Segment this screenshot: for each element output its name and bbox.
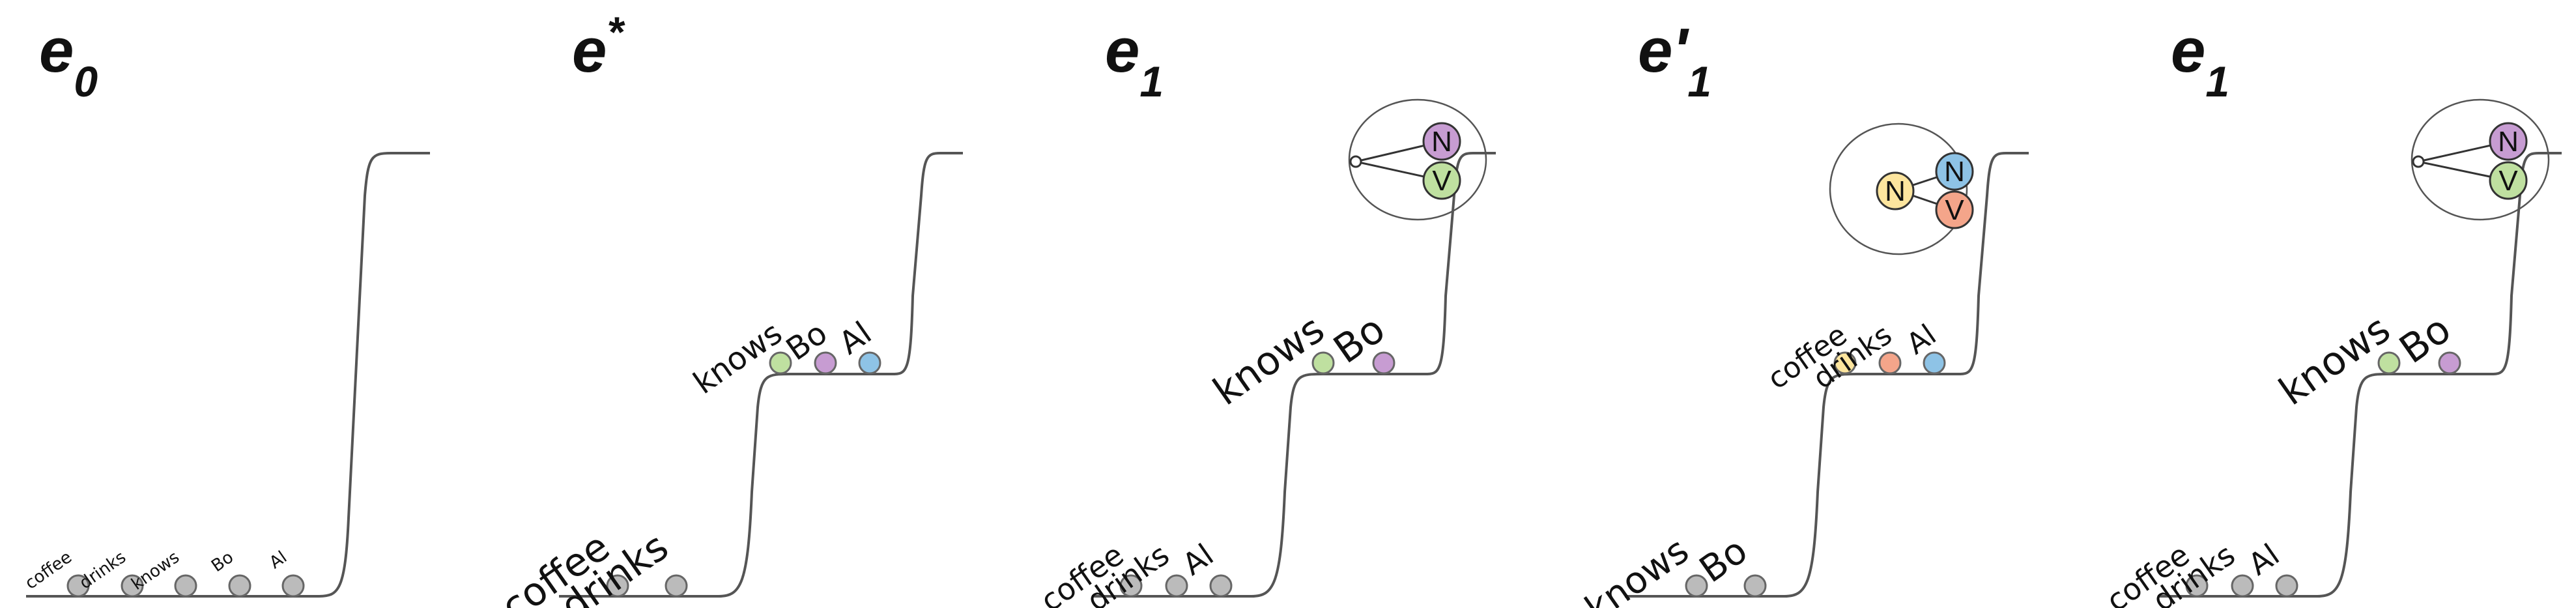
token-ball xyxy=(2231,574,2254,598)
hub-node xyxy=(1349,155,1362,168)
panel-title: e1 xyxy=(2171,16,2229,106)
token-word: Al xyxy=(266,547,291,573)
construction-ring xyxy=(1348,98,1487,221)
token-ball xyxy=(2377,351,2401,375)
title-sub: 1 xyxy=(1687,57,1711,106)
category-label: N xyxy=(1885,175,1906,207)
token-ball xyxy=(121,574,144,598)
token-ball xyxy=(769,351,792,375)
category-label: V xyxy=(2498,165,2518,197)
title-main: e xyxy=(2171,16,2205,85)
energy-curve xyxy=(1092,152,1496,598)
energy-curve xyxy=(2158,152,2562,598)
title-sub: 1 xyxy=(2205,57,2229,106)
token-word: Al xyxy=(2242,537,2285,583)
title-prime: ' xyxy=(1672,16,1689,85)
token-ball xyxy=(1833,351,1857,375)
token-ball xyxy=(1209,574,1233,598)
title-main: e xyxy=(572,16,607,85)
title-sub: 0 xyxy=(74,57,98,106)
category-label: V xyxy=(1432,165,1452,197)
category-node xyxy=(1935,152,1974,191)
token-ball xyxy=(228,574,251,598)
category-node xyxy=(1422,122,1461,161)
token-ball xyxy=(1119,574,1143,598)
panel-title: e0 xyxy=(39,16,98,106)
token-ball xyxy=(1923,351,1946,375)
token-ball xyxy=(2185,574,2209,598)
token-ball xyxy=(1743,574,1767,598)
token-ball xyxy=(1165,574,1188,598)
token-ball xyxy=(66,574,90,598)
token-ball xyxy=(281,574,305,598)
token-ball xyxy=(1372,351,1395,375)
category-node xyxy=(1935,190,1974,229)
title-main: e xyxy=(1638,16,1672,85)
title-main: e xyxy=(1105,16,1139,85)
title-sup: * xyxy=(607,8,625,56)
token-ball xyxy=(1685,574,1708,598)
token-ball xyxy=(2275,574,2298,598)
category-node xyxy=(2489,122,2528,161)
energy-curve xyxy=(26,152,430,598)
token-ball xyxy=(1311,351,1335,375)
token-ball xyxy=(665,574,688,598)
category-label: N xyxy=(1944,156,1965,188)
title-sub: 1 xyxy=(1139,57,1164,106)
category-label: V xyxy=(1945,194,1964,226)
category-node xyxy=(2489,161,2528,200)
panel-title: e1 xyxy=(1105,16,1164,106)
energy-curve xyxy=(559,152,963,598)
category-label: N xyxy=(1431,126,1452,158)
panel-title: e'1 xyxy=(1638,16,1711,106)
construction-ring xyxy=(2411,98,2550,221)
token-word: Bo xyxy=(208,547,237,576)
panel-title: e* xyxy=(572,8,625,85)
construction-ring xyxy=(1829,123,1968,255)
token-ball xyxy=(814,351,837,375)
token-ball xyxy=(606,574,629,598)
title-main: e xyxy=(39,16,74,85)
token-ball xyxy=(174,574,197,598)
token-ball xyxy=(1878,351,1902,375)
category-node xyxy=(1422,161,1461,200)
energy-curve xyxy=(1625,152,2029,598)
token-ball xyxy=(2438,351,2461,375)
hub-node xyxy=(2412,155,2425,168)
token-word: Al xyxy=(1176,537,1220,583)
token-ball xyxy=(858,351,881,375)
category-label: N xyxy=(2498,126,2519,158)
category-node xyxy=(1876,171,1915,210)
